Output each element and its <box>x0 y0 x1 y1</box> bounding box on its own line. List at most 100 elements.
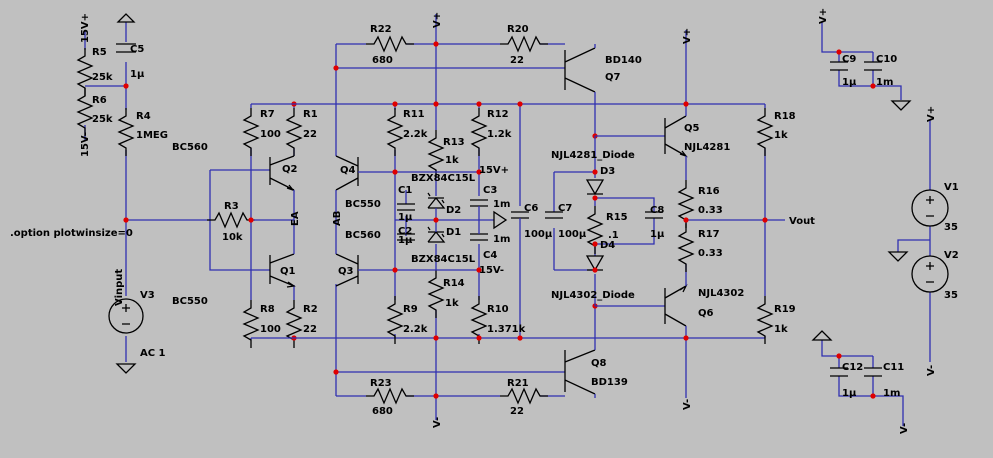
c12-value: 1µ <box>842 388 857 399</box>
bzx-bot-label: BZX84C15L <box>411 254 476 265</box>
c12-name: C12 <box>842 362 863 373</box>
njl4302-diode-label: NJL4302_Diode <box>551 290 635 301</box>
bd139-label: BD139 <box>591 377 628 388</box>
c4-value-upper: 1m <box>493 234 510 245</box>
r14-name: R14 <box>443 278 465 289</box>
c7-name: C7 <box>558 203 572 214</box>
labels: R5 25k R6 25k 15V+ 15V- C5 1µ R4 1MEG BC… <box>10 8 959 434</box>
c11-value: 1m <box>883 388 900 399</box>
r12-value: 1.2k <box>487 129 512 140</box>
resistor-r21 <box>499 388 549 404</box>
r4-value: 1MEG <box>136 130 168 141</box>
r2-value: 22 <box>303 324 317 335</box>
c8-value: 1µ <box>650 229 665 240</box>
r15-name: R15 <box>606 212 628 223</box>
c9-value: 1µ <box>842 77 857 88</box>
bzx-top-label: BZX84C15L <box>411 173 476 184</box>
c11-name: C11 <box>883 362 904 373</box>
source-v2 <box>911 255 949 293</box>
r18-name: R18 <box>774 111 796 122</box>
r11-name: R11 <box>403 109 425 120</box>
c1-name: C1 <box>398 185 412 196</box>
r4-name: R4 <box>136 111 151 122</box>
r10-name: R10 <box>487 304 509 315</box>
resistor-r1 <box>286 107 302 157</box>
ea-label: EA <box>290 211 301 226</box>
resistor-r12 <box>471 107 487 157</box>
q1-label: Q1 <box>280 266 296 277</box>
r5-name: R5 <box>92 47 107 58</box>
resistor-r14 <box>428 269 444 319</box>
vout-label: Vout <box>789 216 815 227</box>
v-minus-q6-label: V- <box>682 399 693 410</box>
v15-plus-mid-label: 15V+ <box>479 165 509 176</box>
bc560-top-label: BC560 <box>172 142 208 153</box>
resistor-r7 <box>243 107 259 157</box>
vbe-multiplier <box>564 44 598 398</box>
resistor-r18 <box>757 107 773 157</box>
resistor-r19 <box>757 295 773 345</box>
r17-name: R17 <box>698 229 720 240</box>
rails <box>251 103 765 339</box>
v1-value: 35 <box>944 222 958 233</box>
c9-name: C9 <box>842 54 856 65</box>
r5-value: 25k <box>92 72 113 83</box>
r7-name: R7 <box>260 109 275 120</box>
c5-name: C5 <box>130 44 144 55</box>
r2-name: R2 <box>303 304 318 315</box>
v-minus-source-label: V- <box>926 365 937 376</box>
resistor-r4 <box>118 107 134 157</box>
q3-label: Q3 <box>338 266 354 277</box>
v15-minus-label: 15V- <box>80 132 91 157</box>
bc560-mid-label: BC560 <box>345 230 381 241</box>
v-plus-decoupling-label: V+ <box>818 8 829 24</box>
resistor-r3 <box>206 212 256 228</box>
resistor-r22 <box>365 36 415 52</box>
njl4281-label: NJL4281 <box>684 142 730 153</box>
r21-name: R21 <box>507 378 529 389</box>
r9-value: 2.2k <box>403 324 428 335</box>
r9-name: R9 <box>403 304 418 315</box>
output-bias <box>554 135 665 307</box>
r6-name: R6 <box>92 95 107 106</box>
c6-name: C6 <box>524 203 538 214</box>
r6-value: 25k <box>92 114 113 125</box>
r19-name: R19 <box>774 304 796 315</box>
v-plus-top-label: V+ <box>432 12 443 28</box>
resistor-r6 <box>77 87 93 137</box>
r1-name: R1 <box>303 109 318 120</box>
source-v3 <box>108 298 144 334</box>
resistor-r8 <box>243 299 259 349</box>
d1-label: D1 <box>446 227 461 238</box>
c3-name: C3 <box>483 185 497 196</box>
q7-label: Q7 <box>605 72 621 83</box>
bc550-bot-label: BC550 <box>172 296 208 307</box>
r10-value: 1.371k <box>487 324 526 335</box>
c2-value: 1µ <box>398 235 413 246</box>
c7-value: 100µ <box>558 229 587 240</box>
c6-value: 100µ <box>524 229 553 240</box>
v-plus-source-label: V+ <box>926 106 937 122</box>
d3-label: D3 <box>600 166 615 177</box>
v3-value: AC 1 <box>140 348 166 359</box>
r19-value: 1k <box>774 324 788 335</box>
c3-value: 1m <box>493 199 510 210</box>
r20-value: 22 <box>510 55 524 66</box>
resistor-r13 <box>428 129 444 179</box>
source-v1 <box>911 189 949 227</box>
r3-name: R3 <box>224 201 239 212</box>
v3-name: V3 <box>140 290 155 301</box>
resistor-r23 <box>365 388 415 404</box>
output-stage <box>664 30 785 398</box>
zener-bias <box>387 101 563 345</box>
r17-value: 0.33 <box>698 248 723 259</box>
r11-value: 2.2k <box>403 129 428 140</box>
v2-value: 35 <box>944 290 958 301</box>
r8-value: 100 <box>260 324 281 335</box>
c10-name: C10 <box>876 54 897 65</box>
r7-value: 100 <box>260 129 281 140</box>
r8-name: R8 <box>260 304 275 315</box>
q6-label: Q6 <box>698 308 714 319</box>
